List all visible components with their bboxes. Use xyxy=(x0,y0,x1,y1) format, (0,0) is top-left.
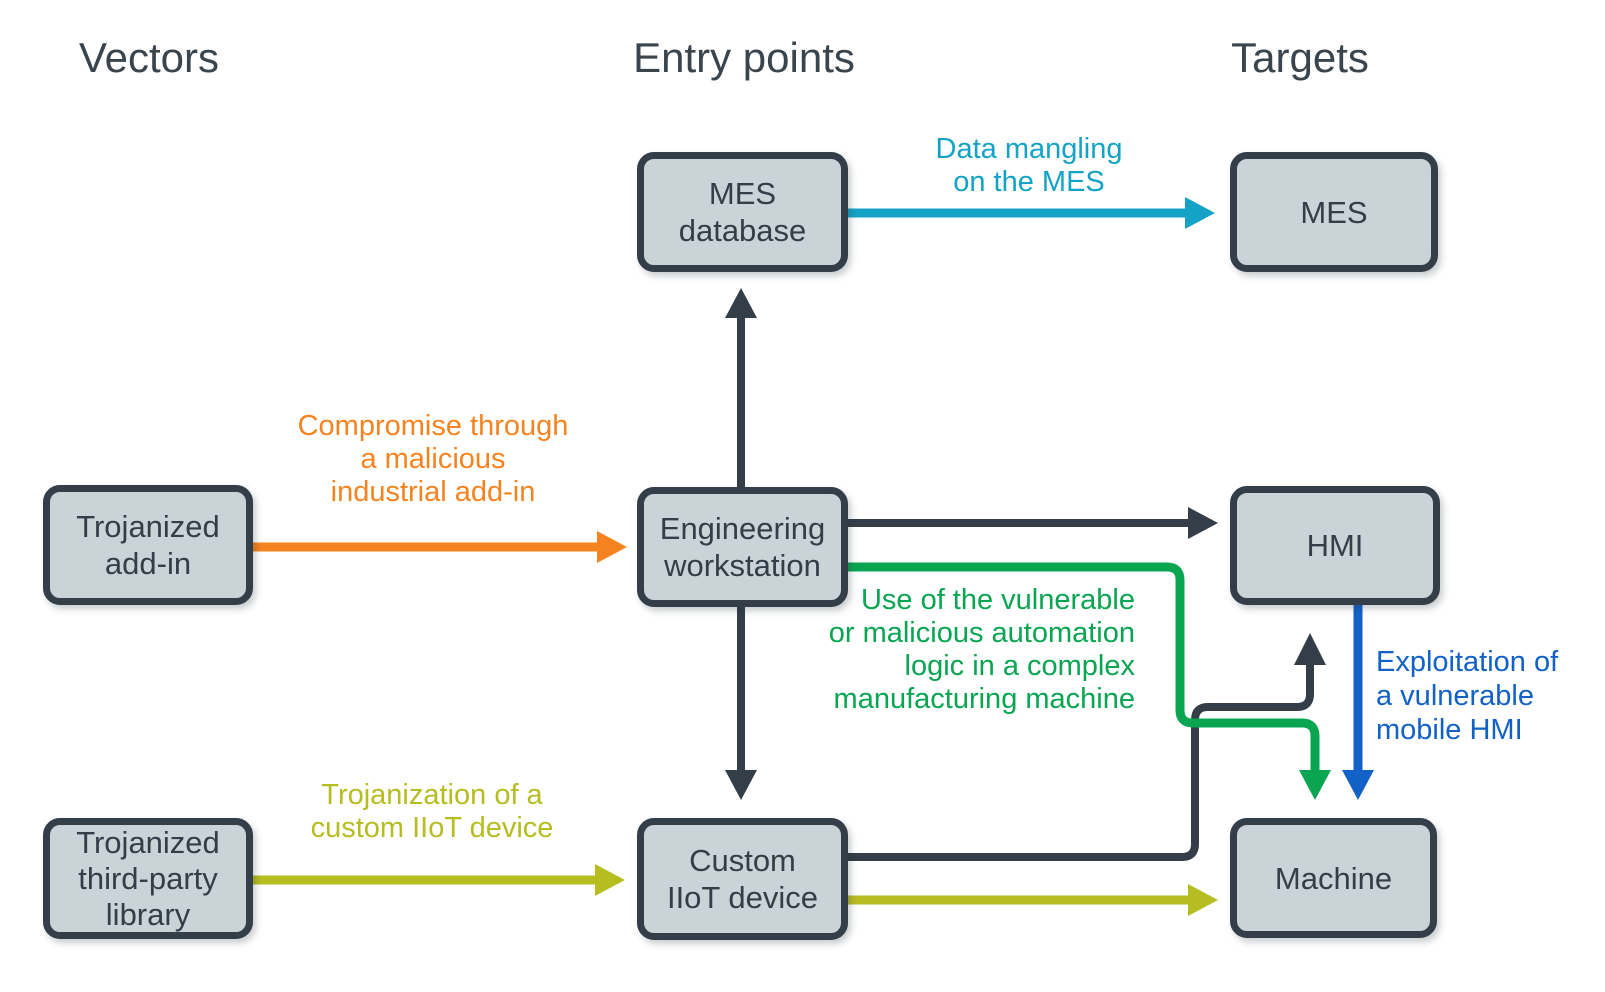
node-engineering-workstation: Engineering workstation xyxy=(637,487,848,607)
edge-engineering-to-machine xyxy=(845,562,1331,800)
arrowhead-down-icon xyxy=(1342,770,1374,800)
node-machine: Machine xyxy=(1230,818,1437,938)
edge-label-trojanization-iiot: Trojanization of a custom IIoT device xyxy=(310,779,554,844)
arrowhead-down-icon xyxy=(1299,770,1331,800)
edge-custom-iiot-to-hmi xyxy=(845,633,1326,861)
edge-label-mobile-hmi: Exploitation of a vulnerable mobile HMI xyxy=(1376,646,1559,746)
node-hmi: HMI xyxy=(1230,486,1440,605)
arrowhead-right-icon xyxy=(1188,884,1218,916)
arrowhead-right-icon xyxy=(597,531,627,563)
arrowhead-right-icon xyxy=(595,864,625,896)
arrowhead-right-icon xyxy=(1185,197,1215,229)
edge-engineering-to-custom-iiot xyxy=(725,605,757,800)
column-header-targets: Targets xyxy=(1231,34,1369,81)
edge-hmi-to-machine xyxy=(1342,604,1374,800)
edge-engineering-to-hmi xyxy=(845,507,1218,539)
arrowhead-up-icon xyxy=(725,288,757,318)
edge-line xyxy=(845,562,1320,770)
node-label: Engineering workstation xyxy=(659,511,826,583)
arrowhead-up-icon xyxy=(1294,633,1326,665)
edge-trojanized-addin-to-engineering xyxy=(251,531,627,563)
column-header-entry-points: Entry points xyxy=(633,34,855,81)
edge-line xyxy=(845,665,1314,861)
node-trojanized-library: Trojanized third-party library xyxy=(43,818,253,939)
edge-label-automation-logic: Use of the vulnerable or malicious autom… xyxy=(828,584,1135,715)
edge-engineering-to-mes-database xyxy=(725,288,757,487)
node-trojanized-addin: Trojanized add-in xyxy=(43,485,253,605)
arrowhead-right-icon xyxy=(1188,507,1218,539)
column-header-vectors: Vectors xyxy=(78,34,220,81)
node-label: MES database xyxy=(678,176,807,248)
edge-custom-iiot-to-machine xyxy=(846,884,1218,916)
arrowhead-down-icon xyxy=(725,770,757,800)
node-label: Machine xyxy=(1274,860,1393,896)
node-custom-iiot-device: Custom IIoT device xyxy=(637,818,848,940)
edge-trojanized-library-to-custom-iiot xyxy=(251,864,625,896)
node-mes-database: MES database xyxy=(637,152,848,272)
edge-label-compromise-addin: Compromise through a malicious industria… xyxy=(297,410,569,508)
node-label: Trojanized third-party library xyxy=(76,824,220,932)
node-label: MES xyxy=(1300,194,1368,230)
node-label: HMI xyxy=(1306,528,1364,563)
edge-mes-database-to-mes xyxy=(846,197,1215,229)
node-label: Trojanized add-in xyxy=(76,509,220,581)
node-mes: MES xyxy=(1230,152,1438,272)
edge-label-data-mangling: Data mangling on the MES xyxy=(935,133,1123,198)
node-label: Custom IIoT device xyxy=(666,843,819,915)
